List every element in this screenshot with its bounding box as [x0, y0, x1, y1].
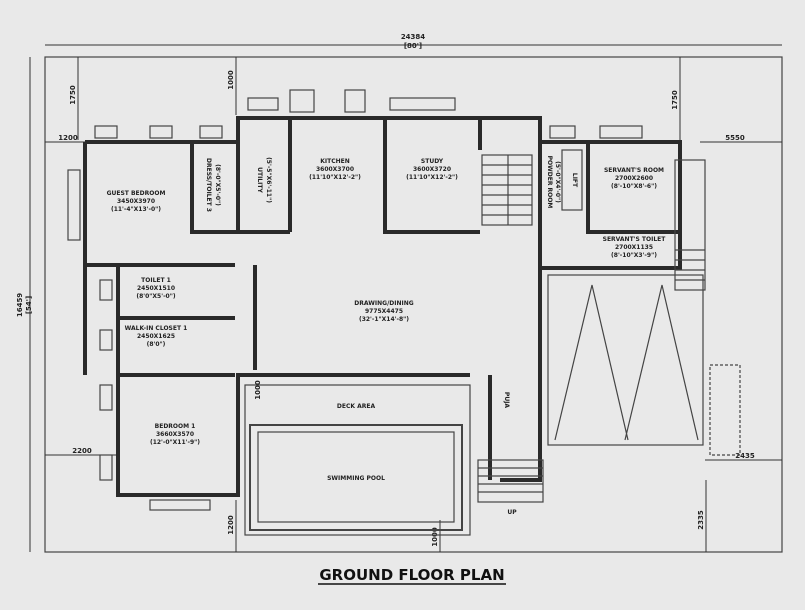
swimming-pool-label: SWIMMING POOL [327, 475, 385, 482]
room-size-ft: (8'0"X5'-0") [136, 293, 175, 300]
room-name: GUEST BEDROOM [107, 190, 166, 197]
room-size: 3600X3720 [413, 166, 451, 173]
room-bedroom-1: BEDROOM 1 3660X3570 (12'-0"X11'-9") [150, 423, 200, 446]
dim-top-right: 1750 [671, 90, 679, 110]
dim-top-left: 1750 [69, 85, 77, 105]
pool [244, 384, 471, 536]
room-kitchen: KITCHEN 3600X3700 (11'10"X12'-2") [309, 158, 361, 181]
room-size: (5'-0"X4'-0") [554, 161, 561, 203]
room-name: TOILET 1 [141, 277, 171, 284]
room-name: LIFT [571, 173, 578, 188]
room-size: 2450X1625 [137, 333, 175, 340]
room-powder: POWDER ROOM (5'-0"X4'-0") [546, 156, 561, 209]
room-size: (5'-5"X6'-11") [265, 157, 272, 203]
room-servants-toilet: SERVANT'S TOILET 2700X1135 (8'-10"X3'-9"… [603, 236, 667, 259]
room-guest-bedroom: GUEST BEDROOM 3450X3970 (11'-4"X13'-0") [107, 190, 166, 213]
room-drawing-dining: DRAWING/DINING 9775X4475 (32'-1"X14'-8") [354, 300, 413, 323]
dim-left-upper: 1200 [58, 134, 78, 142]
room-walkin-closet-1: WALK-IN CLOSET 1 2450X1625 (8'0") [125, 325, 188, 348]
room-name: DRESS/TOILET 3 [205, 158, 212, 212]
windows [67, 89, 643, 511]
deck-area-label: DECK AREA [337, 403, 376, 410]
room-size: 2700X1135 [615, 244, 653, 251]
room-study: STUDY 3600X3720 (11'10"X12'-2") [406, 158, 458, 181]
room-toilet-1: TOILET 1 2450X1510 (8'0"X5'-0") [136, 277, 175, 300]
lift-shaft [561, 149, 583, 211]
plot-boundary [44, 56, 783, 553]
room-size: 2700X2600 [615, 175, 653, 182]
dim-bedroom-side: 1000 [254, 380, 262, 400]
overall-width-ft: [80'] [404, 42, 422, 50]
dim-bottom-mid: 1000 [431, 527, 439, 547]
puja-label: PUJA [503, 392, 510, 409]
dim-top-mid: 1000 [227, 70, 235, 90]
dim-bottom-left: 1200 [227, 515, 235, 535]
overall-width: 24384 [401, 33, 425, 41]
dim-bottom-right: 2335 [697, 510, 705, 530]
room-size-ft: (12'-0"X11'-9") [150, 439, 200, 446]
room-size-ft: (8'0") [147, 341, 166, 348]
entrance-steps [477, 459, 544, 503]
room-size-ft: (8'-10"X8'-6") [611, 183, 657, 190]
overall-depth: 16459 [16, 293, 24, 317]
room-lift: LIFT [561, 149, 583, 211]
room-size: 9775X4475 [365, 308, 403, 315]
dim-right-upper: 5550 [725, 134, 745, 142]
landscape [547, 274, 741, 456]
room-name: BEDROOM 1 [155, 423, 196, 430]
room-servants-room: SERVANT'S ROOM 2700X2600 (8'-10"X8'-6") [604, 167, 664, 190]
walls [83, 116, 682, 497]
room-name: DRAWING/DINING [354, 300, 413, 307]
room-name: STUDY [421, 158, 444, 165]
room-size: 3660X3570 [156, 431, 194, 438]
room-name: UTILITY [256, 167, 263, 193]
room-name: WALK-IN CLOSET 1 [125, 325, 188, 332]
room-size-ft: (32'-1"X14'-8") [359, 316, 409, 323]
room-size-ft: (8'-10"X3'-9") [611, 252, 657, 259]
room-name: KITCHEN [320, 158, 350, 165]
plan-title: GROUND FLOOR PLAN [319, 566, 504, 584]
room-name: SERVANT'S ROOM [604, 167, 664, 174]
room-size: 3600X3700 [316, 166, 354, 173]
dim-right-lower: 2435 [735, 452, 755, 460]
room-dress-toilet: DRESS/TOILET 3 (8'-0"X5'-0") [205, 158, 221, 212]
room-size: 2450X1510 [137, 285, 175, 292]
staircase [481, 154, 533, 226]
room-size-ft: (11'10"X12'-2") [406, 174, 458, 181]
room-utility: UTILITY (5'-5"X6'-11") [256, 157, 272, 203]
room-name: SERVANT'S TOILET [603, 236, 667, 243]
room-name: POWDER ROOM [546, 156, 553, 209]
room-size: 3450X3970 [117, 198, 155, 205]
overall-depth-ft: [54'] [25, 296, 33, 314]
room-size: (8'-0"X5'-0") [214, 164, 221, 206]
servant-stairs [674, 159, 706, 291]
up-label: UP [507, 509, 517, 516]
room-size-ft: (11'-4"X13'-0") [111, 206, 161, 213]
dim-left-lower: 2200 [72, 447, 92, 455]
room-size-ft: (11'10"X12'-2") [309, 174, 361, 181]
